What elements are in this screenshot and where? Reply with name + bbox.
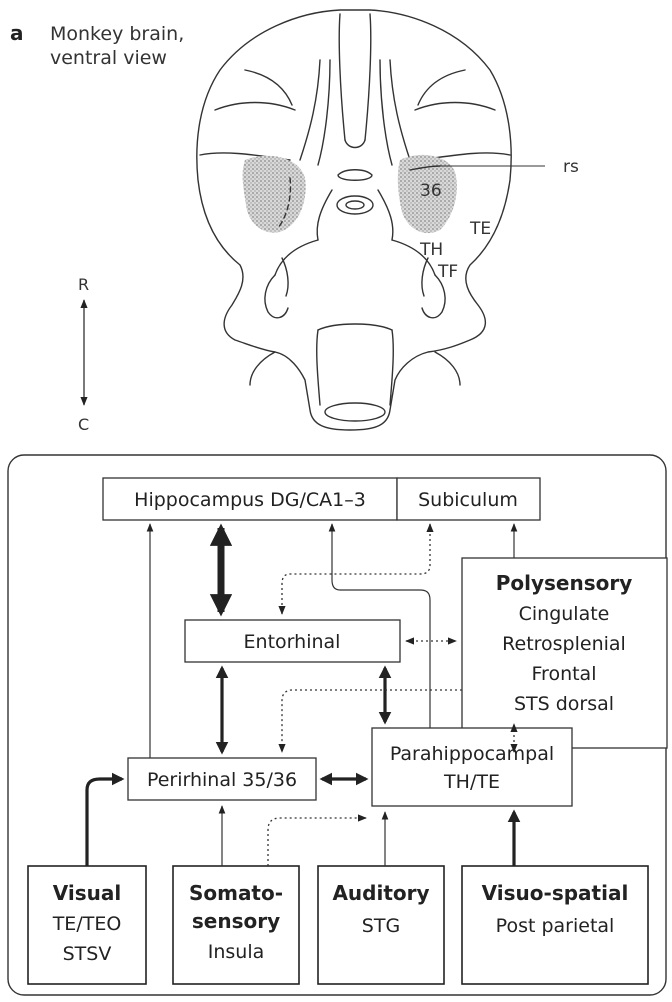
polysensory-line-1: Cingulate <box>519 603 610 625</box>
parahippocampal-box <box>372 728 572 806</box>
auditory-line-1: STG <box>362 915 400 937</box>
label-th: TH <box>419 240 443 260</box>
label-rs: rs <box>563 157 579 177</box>
parahippocampal-line-2: TH/TE <box>443 771 500 793</box>
brain-drawing <box>197 10 545 430</box>
caption-line-1: Monkey brain, <box>50 23 184 45</box>
visual-perirhinal-arrow <box>87 779 122 866</box>
caudal-label: C <box>78 415 89 434</box>
polysensory-line-4: STS dorsal <box>514 693 614 715</box>
visual-line-1: TE/TEO <box>52 913 122 935</box>
visual-line-2: STSV <box>63 943 112 965</box>
somatosensory-title-1: Somato- <box>189 881 283 905</box>
somatosensory-title-2: sensory <box>192 909 280 933</box>
label-te: TE <box>469 219 491 239</box>
visual-title: Visual <box>53 881 121 905</box>
label-tf: TF <box>437 262 458 282</box>
auditory-title: Auditory <box>332 881 429 905</box>
entorhinal-label: Entorhinal <box>244 631 341 653</box>
connections <box>87 524 514 866</box>
caption-line-2: ventral view <box>50 47 167 69</box>
visuospatial-line-1: Post parietal <box>496 915 615 937</box>
label-area-36: 36 <box>420 181 442 201</box>
subiculum-label: Subiculum <box>418 489 518 511</box>
polysensory-line-2: Retrosplenial <box>502 633 626 655</box>
rostral-label: R <box>78 275 89 294</box>
perirhinal-label: Perirhinal 35/36 <box>147 769 297 791</box>
somato-parahippo-arrow <box>268 818 366 866</box>
hippocampus-label: Hippocampus DG/CA1–3 <box>134 489 366 511</box>
visuospatial-title: Visuo-spatial <box>482 881 629 905</box>
polysensory-title: Polysensory <box>496 571 633 595</box>
subiculum-entorhinal-arrow <box>282 524 430 614</box>
polysensory-line-3: Frontal <box>532 663 597 685</box>
somatosensory-line-1: Insula <box>208 941 265 963</box>
panel-letter: a <box>10 21 24 45</box>
parahippocampal-line-1: Parahippocampal <box>390 743 554 765</box>
